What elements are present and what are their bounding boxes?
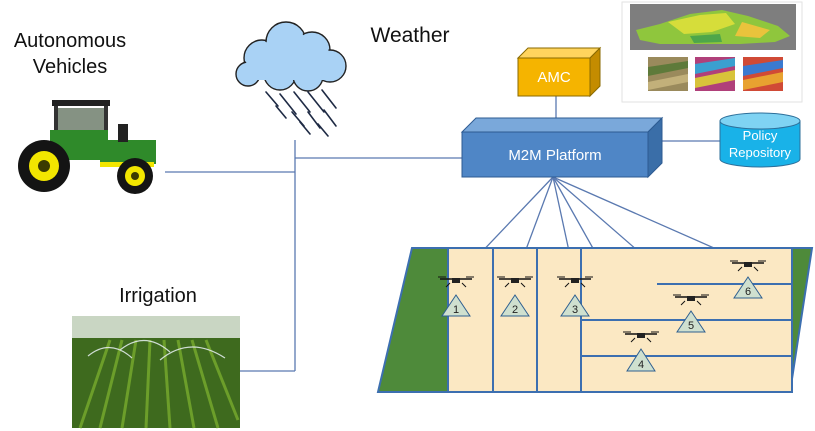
drone-6 (730, 260, 766, 299)
m2m-label: M2M Platform (508, 147, 601, 164)
satellite-imagery (621, 1, 803, 103)
drone-number-3: 3 (572, 304, 578, 316)
drone-3 (557, 276, 593, 317)
policy-label-line2: Repository (729, 145, 792, 160)
drone-5 (673, 294, 709, 333)
drone-number-5: 5 (688, 320, 694, 332)
autonomous-label-line2: Vehicles (32, 56, 108, 78)
drone-2 (497, 276, 533, 317)
weather-label: Weather (370, 24, 450, 47)
drone-4 (623, 331, 659, 372)
drone-number-2: 2 (512, 304, 518, 316)
tractor-image (18, 100, 156, 194)
crop-field (376, 247, 814, 393)
policy-repository-cylinder (719, 112, 801, 168)
drone-1 (438, 276, 474, 317)
rain-streaks (265, 89, 337, 137)
policy-label-line1: Policy (743, 128, 778, 143)
amc-box (516, 46, 602, 98)
drone-number-4: 4 (638, 359, 644, 371)
weather-cloud-icon (235, 21, 347, 137)
drone-number-6: 6 (745, 286, 751, 298)
drone-number-1: 1 (453, 304, 459, 316)
autonomous-label-line1: Autonomous (13, 30, 127, 52)
autonomous-vehicles-label: Autonomous Vehicles (0, 28, 140, 80)
irrigation-photo (72, 316, 240, 429)
irrigation-label: Irrigation (119, 285, 197, 307)
amc-label: AMC (537, 69, 571, 86)
m2m-platform-box (460, 116, 664, 179)
